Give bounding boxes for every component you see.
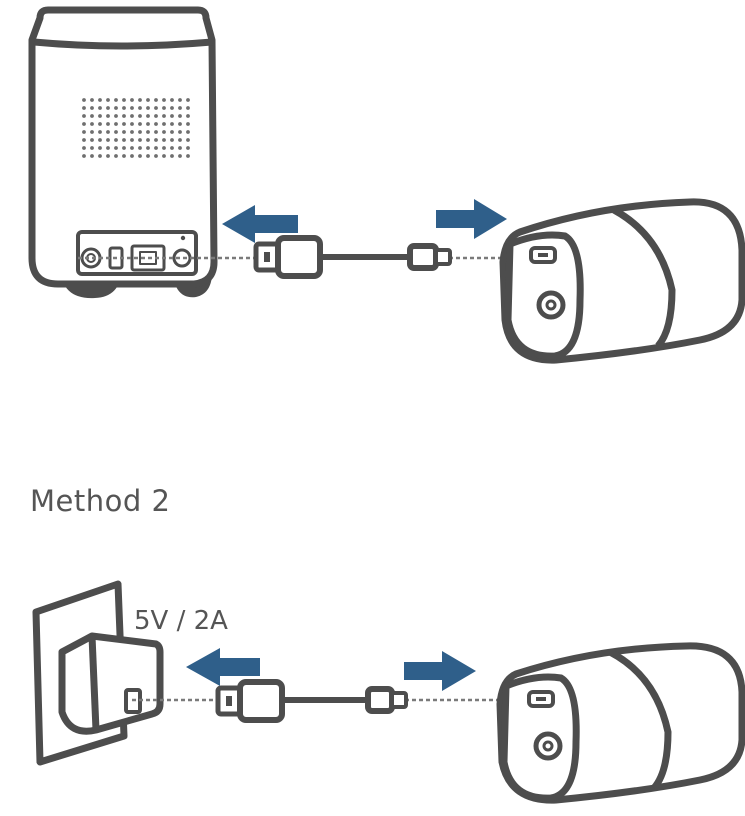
camera-icon: [499, 198, 745, 364]
power-spec-label: 5V / 2A: [134, 606, 228, 636]
method-2-heading: Method 2: [30, 484, 171, 518]
camera-icon: [496, 642, 745, 804]
arrow-right-icon: [404, 651, 476, 691]
arrow-right-icon: [436, 199, 507, 239]
wall-adapter-icon: [32, 580, 164, 766]
usb-cable-1: [253, 235, 452, 279]
usb-cable-2: [215, 679, 408, 723]
homebase-icon: [28, 6, 218, 299]
arrow-left-icon: [186, 648, 260, 686]
arrow-left-icon: [222, 205, 298, 243]
